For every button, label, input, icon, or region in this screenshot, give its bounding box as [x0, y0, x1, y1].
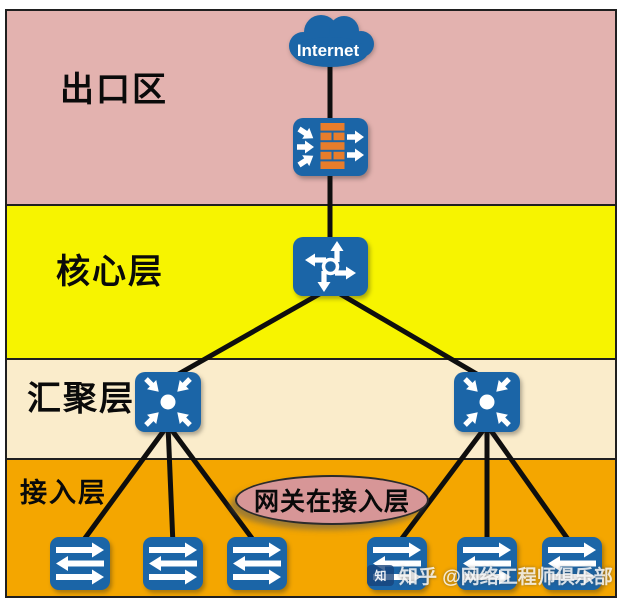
access-switch-icon	[50, 537, 110, 590]
gateway-annotation-label: 网关在接入层	[253, 488, 410, 516]
access-switch-6-node	[542, 537, 602, 590]
access-switch-5-node	[457, 537, 517, 590]
connection-core-aggleft	[166, 285, 332, 383]
access-switch-3-node	[227, 537, 287, 590]
access-switch-icon	[143, 537, 203, 590]
aggregation-switch-right-node	[454, 372, 520, 432]
access-switch-icon	[542, 537, 602, 590]
aggregation-switch-icon	[454, 372, 520, 432]
aggregation-switch-left-node	[135, 372, 201, 432]
cloud-icon: Internet	[289, 15, 374, 67]
connection-aggright-access6	[484, 423, 575, 547]
connection-aggleft-access2	[165, 424, 176, 546]
layer-label-access: 接入层	[20, 478, 107, 508]
zhihu-logo-icon: 知	[367, 565, 394, 586]
connection-core-aggright	[328, 285, 489, 383]
layer-label-aggregation: 汇聚层	[27, 380, 135, 418]
internet-cloud-node: Internet	[281, 12, 379, 68]
watermark: 知 知乎 @网络工程师俱乐部	[367, 562, 613, 589]
access-switch-1-node	[50, 537, 110, 590]
firewall-node	[293, 118, 368, 176]
gateway-annotation: 网关在接入层	[235, 475, 429, 525]
connection-aggleft-access3	[165, 423, 260, 547]
internet-label: Internet	[297, 41, 360, 60]
firewall-icon	[293, 118, 368, 176]
access-switch-icon	[457, 537, 517, 590]
connection-aggright-access4	[395, 423, 489, 547]
access-switch-2-node	[143, 537, 203, 590]
core-switch-icon	[293, 237, 368, 296]
watermark-text: 知乎 @网络工程师俱乐部	[399, 567, 613, 588]
core-switch-node	[293, 237, 368, 296]
layer-label-core: 核心层	[56, 253, 164, 291]
connection-aggleft-access1	[77, 423, 171, 547]
access-switch-icon	[227, 537, 287, 590]
layer-label-exit-zone: 出口区	[60, 71, 168, 109]
aggregation-switch-icon	[135, 372, 201, 432]
